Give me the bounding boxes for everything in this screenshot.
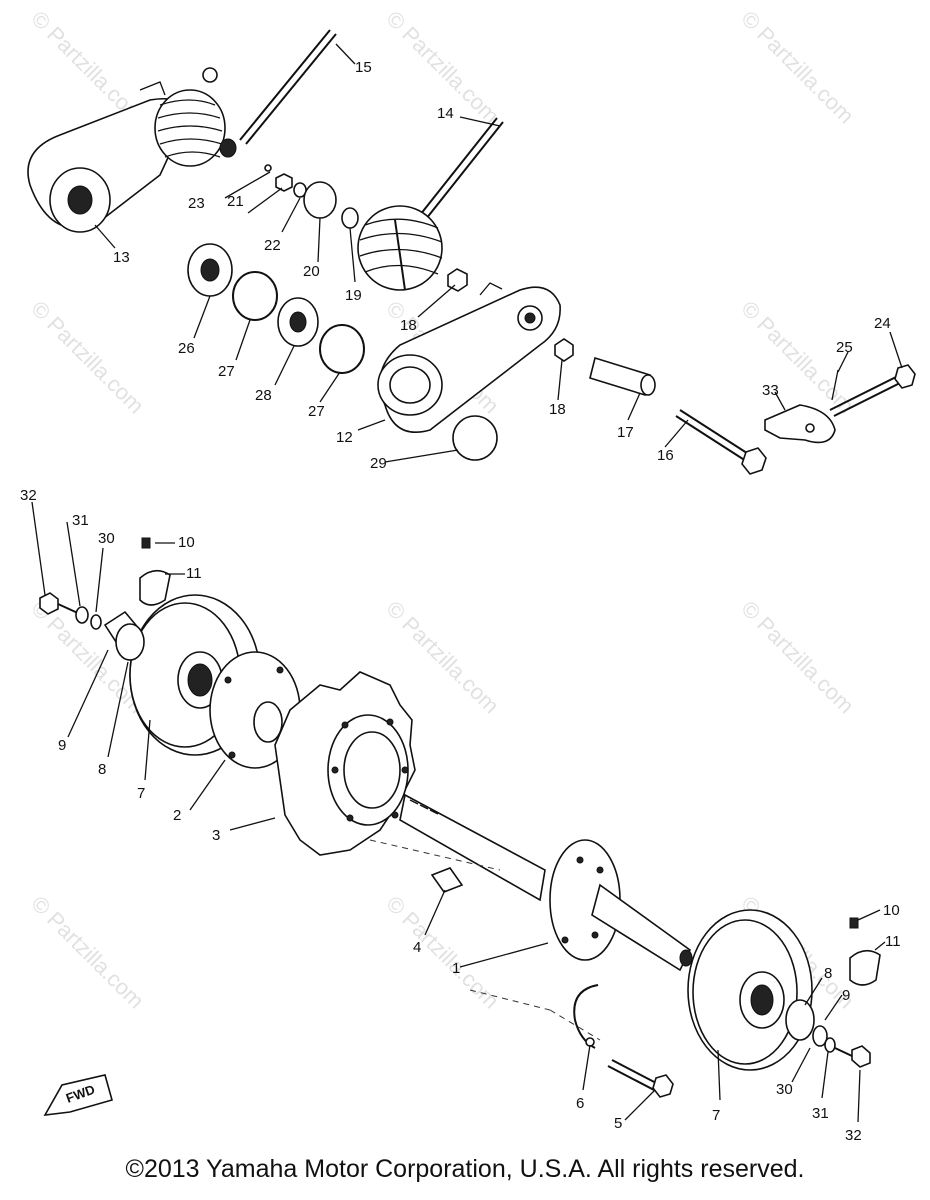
callout-label: 24 <box>874 315 891 332</box>
callout-label: 1 <box>452 960 460 977</box>
callout-label: 15 <box>355 59 372 76</box>
bolts-right <box>589 356 916 475</box>
callout-label: 8 <box>824 965 832 982</box>
callout-label: 14 <box>437 105 454 122</box>
callout-label: 30 <box>98 530 115 547</box>
callout-labels: 1 2 3 4 5 6 7 7 8 8 9 9 10 10 11 11 12 1… <box>20 59 901 1144</box>
part-14-spring <box>357 117 504 291</box>
callout-label: 13 <box>113 249 130 266</box>
callout-label: 9 <box>842 987 850 1004</box>
part-15-rod <box>239 29 337 145</box>
watermark-text: © Partzilla.com <box>26 891 149 1014</box>
callout-label: 9 <box>58 737 66 754</box>
part-12-arm <box>377 282 561 461</box>
bearings-and-clips <box>187 243 365 374</box>
callout-label: 30 <box>776 1081 793 1098</box>
callout-label: 21 <box>227 193 244 210</box>
callout-label: 7 <box>137 785 145 802</box>
callout-label: 2 <box>173 807 181 824</box>
callout-label: 11 <box>885 933 901 950</box>
callout-label: 20 <box>303 263 320 280</box>
fwd-arrow-icon: FWD <box>43 1074 113 1116</box>
watermark-text: © Partzilla.com <box>381 596 504 719</box>
callout-label: 7 <box>712 1107 720 1124</box>
callout-label: 10 <box>883 902 900 919</box>
callout-label: 17 <box>617 424 634 441</box>
callout-label: 28 <box>255 387 272 404</box>
hardware-right <box>785 917 881 1068</box>
part-1-shaft <box>399 793 693 972</box>
callout-label: 27 <box>308 403 325 420</box>
callout-label: 12 <box>336 429 353 446</box>
watermark-text: © Partzilla.com <box>736 296 859 419</box>
callout-label: 25 <box>836 339 853 356</box>
callout-label: 29 <box>370 455 387 472</box>
callout-label: 4 <box>413 939 421 956</box>
callout-label: 11 <box>186 565 202 582</box>
part-3-sprocket <box>274 671 416 856</box>
callout-label: 18 <box>549 401 566 418</box>
callout-label: 19 <box>345 287 362 304</box>
callout-label: 22 <box>264 237 281 254</box>
callout-label: 31 <box>72 512 89 529</box>
watermark-text: © Partzilla.com <box>736 6 859 129</box>
callout-label: 10 <box>178 534 195 551</box>
callout-label: 23 <box>188 195 205 212</box>
part-5-6-hardware <box>573 984 674 1098</box>
callout-label: 27 <box>218 363 235 380</box>
watermark-text: © Partzilla.com <box>381 891 504 1014</box>
part-4-collar <box>430 867 464 893</box>
hardware-left <box>39 537 171 661</box>
callout-label: 6 <box>576 1095 584 1112</box>
callout-label: 26 <box>178 340 195 357</box>
callout-label: 3 <box>212 827 220 844</box>
part-13-idler-arm <box>27 67 237 233</box>
callout-label: 8 <box>98 761 106 778</box>
callout-label: 33 <box>762 382 779 399</box>
callout-label: 5 <box>614 1115 622 1132</box>
copyright-notice: ©2013 Yamaha Motor Corporation, U.S.A. A… <box>125 1155 805 1183</box>
callout-label: 16 <box>657 447 674 464</box>
callout-label: 18 <box>400 317 417 334</box>
callout-label: 32 <box>845 1127 862 1144</box>
dashed-guides <box>369 839 601 1041</box>
watermark-text: © Partzilla.com <box>736 596 859 719</box>
callout-label: 31 <box>812 1105 829 1122</box>
callout-label: 32 <box>20 487 37 504</box>
watermark-text: © Partzilla.com <box>26 296 149 419</box>
leader-lines <box>31 43 903 1123</box>
part-7-wheel-right <box>687 909 813 1071</box>
